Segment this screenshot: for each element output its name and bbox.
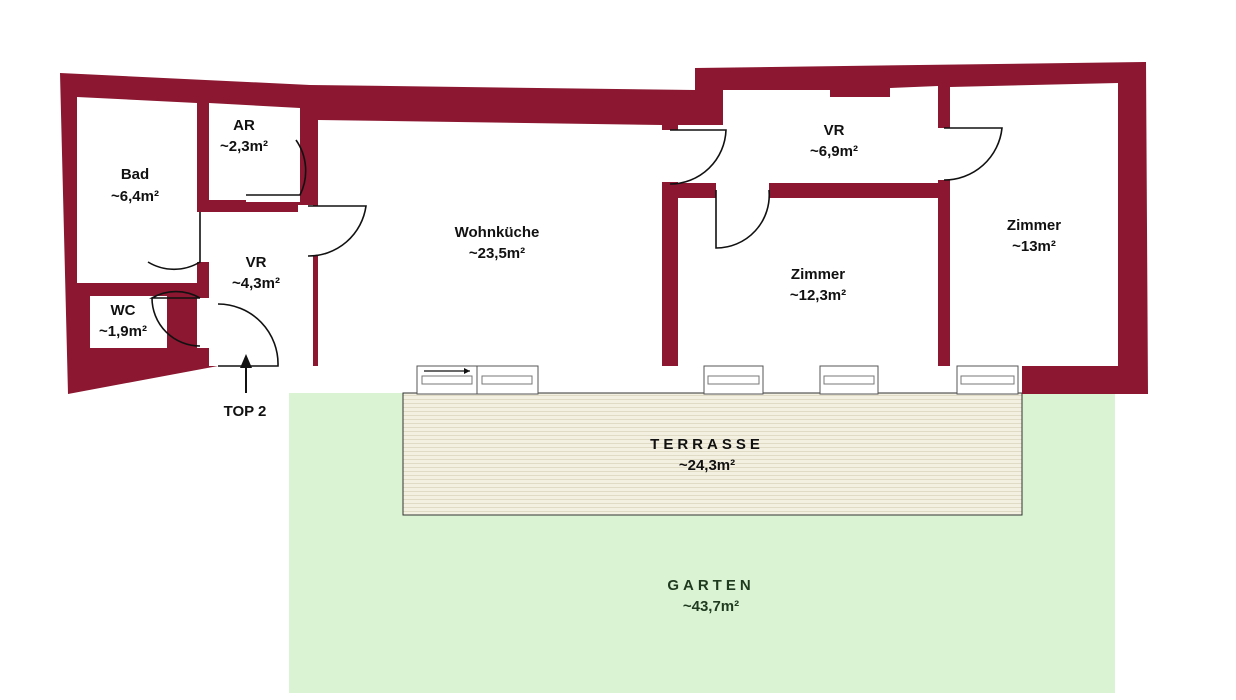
- room-bad-area: ~6,4m²: [111, 188, 159, 205]
- room-zimmer-right-name: Zimmer: [1007, 217, 1061, 234]
- terrace-area-value: ~24,3m²: [679, 457, 735, 474]
- entrance-arrow-icon: [240, 354, 252, 393]
- room-bad-name: Bad: [121, 166, 149, 183]
- room-zimmer-right-area: ~13m²: [1012, 238, 1056, 255]
- room-wohnkueche-area: ~23,5m²: [469, 245, 525, 262]
- room-ar-name: AR: [233, 117, 255, 134]
- outer-walls: [60, 62, 1148, 394]
- door-swings: [147, 127, 1003, 367]
- garden-name: GARTEN: [667, 577, 754, 594]
- room-vr-right-name: VR: [824, 122, 845, 139]
- room-wc-area: ~1,9m²: [99, 323, 147, 340]
- entrance-label: TOP 2: [224, 403, 267, 420]
- room-zimmer-mid-area: ~12,3m²: [790, 287, 846, 304]
- garden-area-value: ~43,7m²: [683, 598, 739, 615]
- room-vr-left-name: VR: [246, 254, 267, 271]
- room-wohnkueche-name: Wohnküche: [455, 224, 540, 241]
- room-vr-right-area: ~6,9m²: [810, 143, 858, 160]
- room-zimmer-mid-name: Zimmer: [791, 266, 845, 283]
- windows: [416, 365, 1019, 395]
- room-ar-area: ~2,3m²: [220, 138, 268, 155]
- terrace-area: [402, 392, 1023, 516]
- room-vr-left-area: ~4,3m²: [232, 275, 280, 292]
- terrace-name: TERRASSE: [650, 436, 764, 453]
- room-wc-name: WC: [111, 302, 136, 319]
